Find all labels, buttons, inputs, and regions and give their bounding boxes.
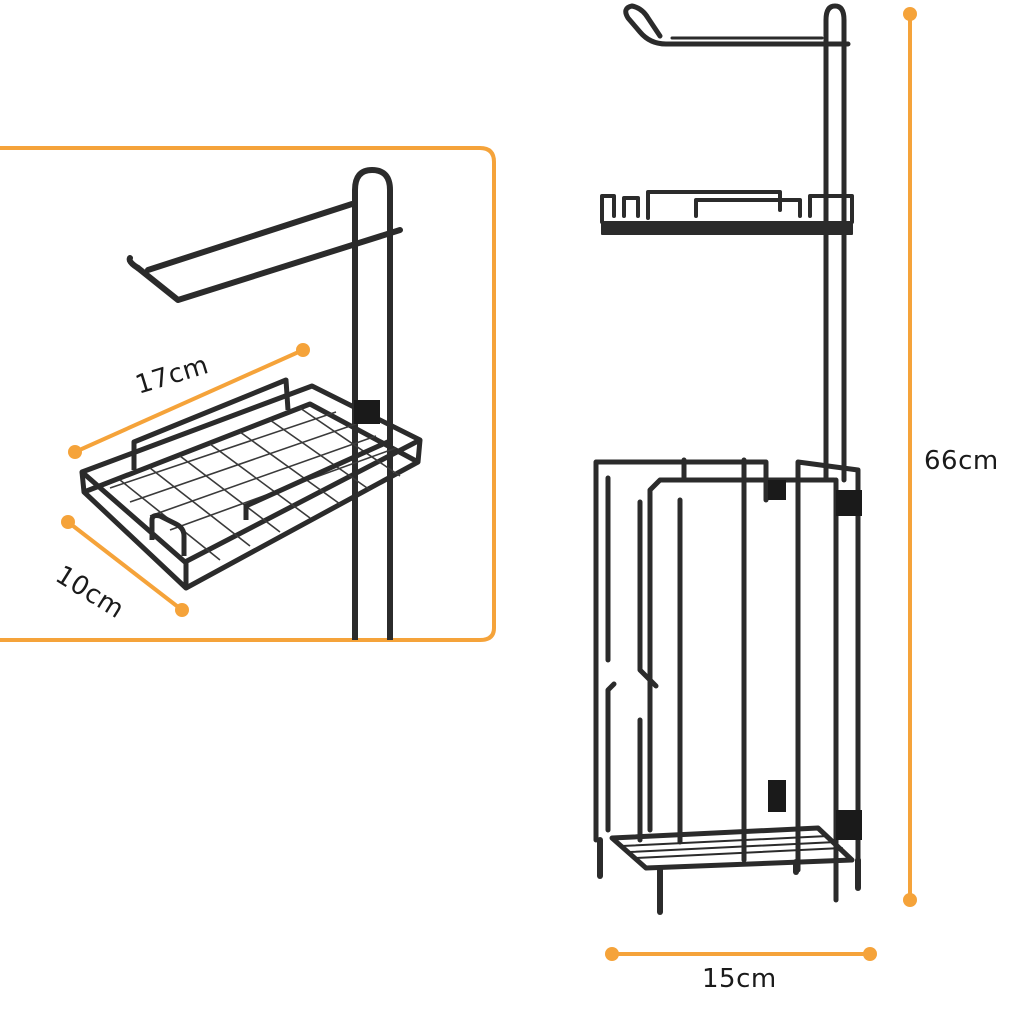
dim-line-10 <box>61 515 189 617</box>
detail-inset <box>0 146 496 642</box>
main-basket <box>593 457 862 915</box>
main-roll-arm <box>623 3 851 47</box>
dim-line-15 <box>605 947 877 961</box>
inset-roll-arm <box>126 201 403 303</box>
inset-frame <box>0 146 496 642</box>
dim-line-66 <box>903 7 917 907</box>
main-upright <box>823 3 847 483</box>
main-top-shelf <box>600 190 854 235</box>
height-label: 66cm <box>924 446 999 476</box>
inset-upright <box>352 167 393 640</box>
base-width-label: 15cm <box>702 964 777 994</box>
dim-line-17 <box>68 343 310 459</box>
main-product <box>593 3 862 915</box>
inset-shelf <box>79 377 423 591</box>
